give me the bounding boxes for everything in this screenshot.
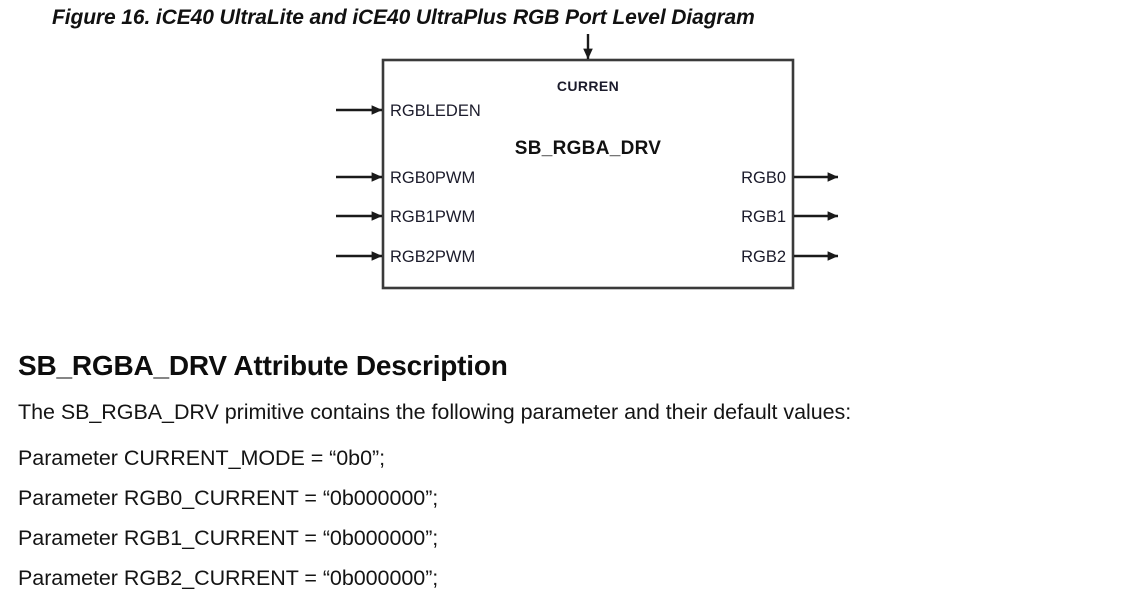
- parameter-line: Parameter RGB0_CURRENT = “0b000000”;: [18, 486, 439, 510]
- output-label-rgb1: RGB1: [741, 208, 786, 226]
- input-label-rgb0pwm: RGB0PWM: [390, 169, 475, 187]
- intro-paragraph: The SB_RGBA_DRV primitive contains the f…: [18, 399, 852, 424]
- sb-rgba-drv-block: [381, 58, 795, 290]
- rgb-port-level-diagram: CURREN SB_RGBA_DRV RGBLEDEN RGB0PWM RGB1…: [336, 34, 839, 290]
- figure-caption: Figure 16. iCE40 UltraLite and iCE40 Ult…: [52, 6, 755, 29]
- parameter-line: Parameter CURRENT_MODE = “0b0”;: [18, 446, 386, 470]
- input-label-rgbleden: RGBLEDEN: [390, 102, 481, 120]
- section-heading: SB_RGBA_DRV Attribute Description: [18, 350, 508, 382]
- diagram-canvas: CURREN SB_RGBA_DRV RGBLEDEN RGB0PWM RGB1…: [336, 34, 839, 290]
- output-label-rgb2: RGB2: [741, 248, 786, 266]
- parameter-line: Parameter RGB2_CURRENT = “0b000000”;: [18, 566, 439, 590]
- parameter-line: Parameter RGB1_CURRENT = “0b000000”;: [18, 526, 439, 550]
- parameter-list: Parameter CURRENT_MODE = “0b0”; Paramete…: [18, 438, 1118, 598]
- block-name-label: SB_RGBA_DRV: [515, 138, 662, 159]
- output-label-rgb0: RGB0: [741, 169, 786, 187]
- input-label-rgb2pwm: RGB2PWM: [390, 248, 475, 266]
- top-port-label: CURREN: [557, 78, 619, 94]
- input-label-rgb1pwm: RGB1PWM: [390, 208, 475, 226]
